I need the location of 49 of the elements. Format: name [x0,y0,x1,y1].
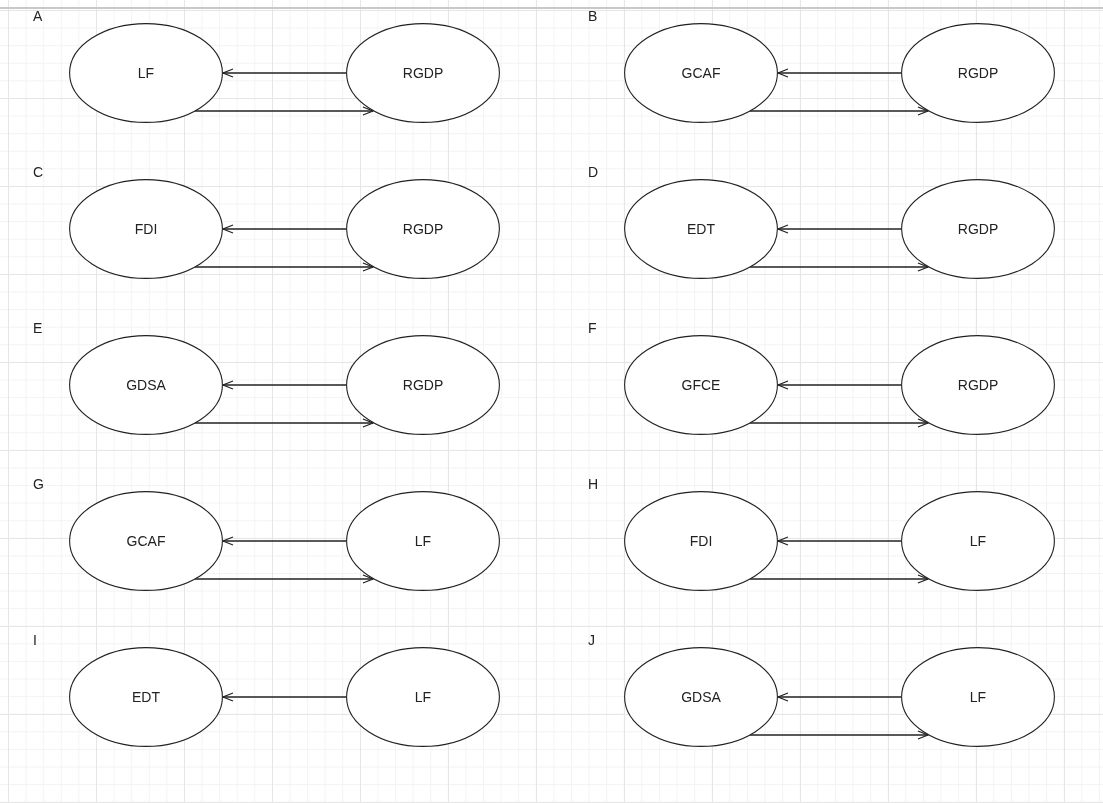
node-label: RGDP [957,65,999,81]
node-label: GCAF [681,65,721,81]
arrow [222,536,347,546]
panel-letter: J [588,632,595,648]
arrow [777,68,902,78]
arrow [194,106,374,116]
arrow [194,418,374,428]
arrow [222,68,347,78]
panel-letter: A [33,8,43,24]
node-label: RGDP [402,221,444,237]
panel-letter: H [588,476,599,492]
node-label: LF [414,689,432,705]
panel-letter: B [588,8,598,24]
panel-letter: C [33,164,44,180]
arrow [222,692,347,702]
arrow [222,380,347,390]
node-label: RGDP [957,377,999,393]
node-label: EDT [132,689,160,705]
panel-letter: F [588,320,597,336]
arrow [777,692,902,702]
arrow [194,574,374,584]
node-label: GDSA [126,377,166,393]
node-label: RGDP [402,65,444,81]
arrow [749,262,929,272]
node-label: LF [969,689,987,705]
arrow [222,224,347,234]
node-label: FDI [134,221,158,237]
node-label: RGDP [402,377,444,393]
panel-letter: G [33,476,44,492]
node-label: GDSA [681,689,721,705]
arrow [749,106,929,116]
node-label: LF [969,533,987,549]
panel-letter: E [33,320,43,336]
node-label: GFCE [681,377,721,393]
arrow [749,730,929,740]
arrow [777,224,902,234]
node-label: FDI [689,533,713,549]
node-label: LF [414,533,432,549]
node-label: EDT [687,221,715,237]
panel-letter: I [33,632,37,648]
arrow [749,418,929,428]
arrow [777,536,902,546]
arrow [777,380,902,390]
node-label: RGDP [957,221,999,237]
arrow [194,262,374,272]
panel-letter: D [588,164,599,180]
arrow [749,574,929,584]
node-label: LF [137,65,155,81]
node-label: GCAF [126,533,166,549]
